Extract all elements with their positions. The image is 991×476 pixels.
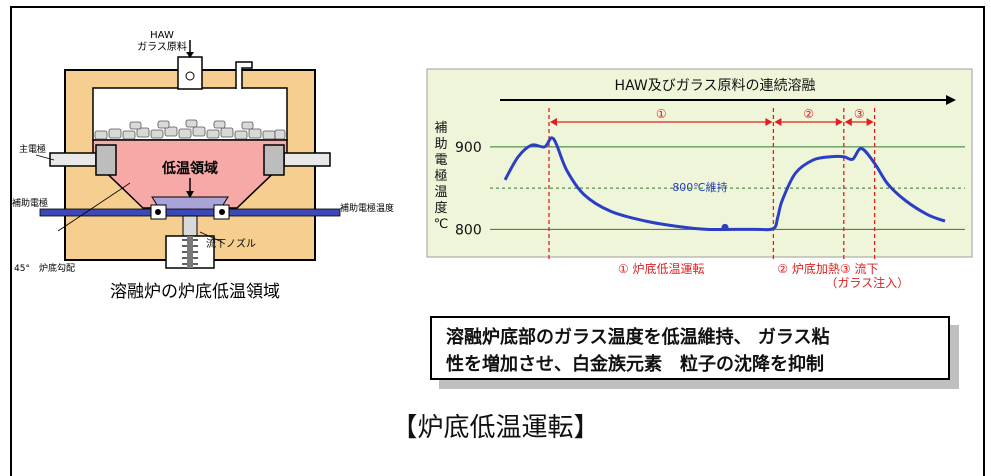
aux-electrode-temp-label: 補助電極温度 xyxy=(340,202,394,214)
chart-title: HAW及びガラス原料の連続溶融 xyxy=(615,77,816,94)
temperature-curve xyxy=(503,136,946,232)
nozzle-label: 流下ノズル xyxy=(206,237,256,250)
y-axis-label-char: ℃ xyxy=(434,217,449,232)
y-axis-label-char: 補 xyxy=(434,121,447,136)
phase-arrow-right xyxy=(835,118,843,126)
summary-line-2: 性を増加させ、白金族元素 粒子の沈降を抑制 xyxy=(446,354,824,375)
phase-arrow-left xyxy=(550,118,557,126)
phase-marker: ① xyxy=(656,107,667,121)
feed-arrow-head xyxy=(186,52,194,58)
y-axis-label-char: 度 xyxy=(434,200,447,216)
phase-arrow-right xyxy=(765,118,773,126)
low-temp-arrow-head xyxy=(186,191,194,198)
hold-point xyxy=(721,223,729,231)
phase-label: ① 炉底低温運転 xyxy=(618,261,705,276)
hold-annotation: 800℃維持 xyxy=(672,180,727,194)
phase-arrow-left xyxy=(774,118,782,126)
phase-marker: ③ xyxy=(854,107,865,121)
exhaust-pipe xyxy=(235,61,253,89)
aux-electrode-label: 補助電極 xyxy=(12,197,48,209)
main-electrode-right-plate xyxy=(263,144,285,176)
y-axis-label-char: 極 xyxy=(434,168,447,184)
summary-line-1: 溶融炉底部のガラス温度を低温維持、 ガラス粘 xyxy=(446,327,830,348)
main-electrode-left-plate xyxy=(95,144,117,176)
low-temp-zone-label: 低温領域 xyxy=(161,160,218,177)
phase-markers: ① ② ③ xyxy=(548,107,876,262)
temperature-chart: HAW及びガラス原料の連続溶融 補助電極温度℃ 900 800 ① ② ③ 800℃維… xyxy=(426,68,973,290)
y-axis-label: 補助電極温度℃ xyxy=(434,121,449,232)
slide-frame xyxy=(10,6,985,476)
leader-angle xyxy=(57,182,131,232)
aux-electrode-left-dot xyxy=(155,209,161,215)
y-axis-label-char: 電 xyxy=(434,153,447,168)
phase-arrow-right xyxy=(866,118,874,126)
y-tick-label: 900 xyxy=(455,140,482,156)
haw-label: HAW xyxy=(150,30,174,41)
phase-marker: ② xyxy=(803,107,814,121)
calcine-layer xyxy=(94,119,286,140)
drain-pipe xyxy=(187,236,193,268)
summary-box: 溶融炉底部のガラス温度を低温維持、 ガラス粘 性を増加させ、白金族元素 粒子の沈… xyxy=(430,316,950,380)
leader-nozzle xyxy=(199,231,223,243)
aux-electrode-right-dot xyxy=(219,209,225,215)
feed-nozzle-hole xyxy=(185,71,195,81)
angle-label: 45° 炉底勾配 xyxy=(14,262,75,274)
furnace-caption: 溶融炉の炉底低温領域 xyxy=(110,282,280,300)
phase-label: ③ 流下 xyxy=(840,262,879,276)
timeline-arrow-head xyxy=(946,95,956,105)
leader-main xyxy=(35,154,55,161)
y-axis-label-char: 温 xyxy=(434,185,447,200)
furnace-diagram: HAW ガラス原料 主電極 補助電極 補助電極温度 低温領域 流下ノズル 45°… xyxy=(12,30,394,300)
main-electrode-label: 主電極 xyxy=(19,143,46,155)
slide-title: 【炉底低温運転】 xyxy=(391,413,600,443)
y-tick-label: 800 xyxy=(455,222,482,238)
phase-label-sub: （ガラス注入） xyxy=(825,275,909,290)
y-axis-label-char: 助 xyxy=(434,137,447,152)
phase-label: ② 炉底加熱 xyxy=(777,261,840,276)
glass-feed-label: ガラス原料 xyxy=(137,40,187,53)
phase-arrow-left xyxy=(844,118,852,126)
